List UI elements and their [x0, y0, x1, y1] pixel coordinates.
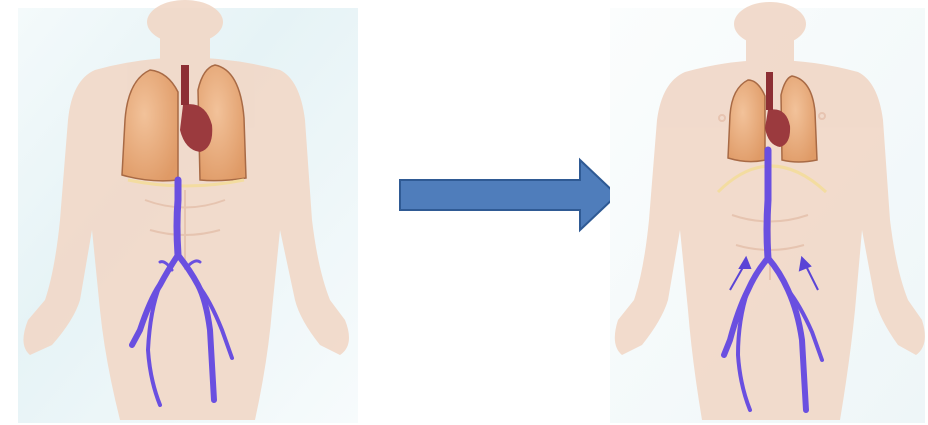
right-trachea [766, 72, 773, 110]
transition-arrow [395, 155, 625, 235]
right-arrow-icon [395, 155, 625, 235]
left-anatomy-illustration [0, 0, 370, 425]
right-anatomy-panel [600, 0, 928, 425]
right-anatomy-illustration [600, 0, 928, 425]
left-trachea [181, 65, 189, 105]
left-anatomy-panel [0, 0, 370, 425]
